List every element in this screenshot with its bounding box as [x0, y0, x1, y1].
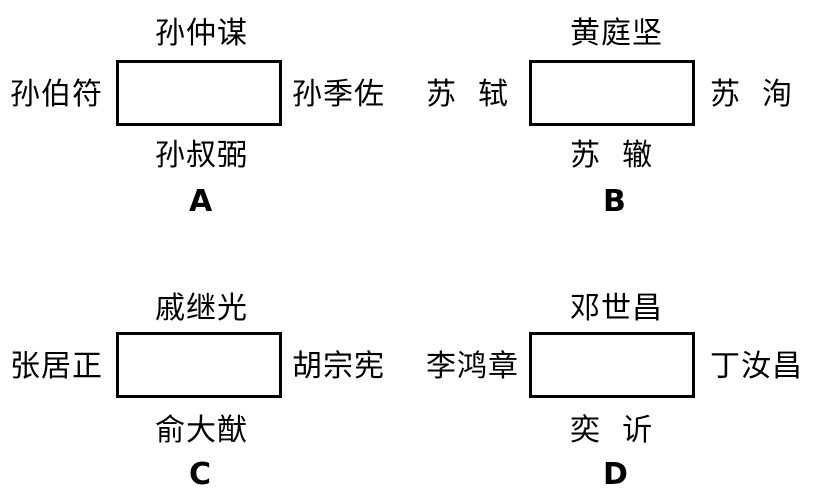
name-bottom-b: 苏 辙	[570, 138, 654, 173]
box-a	[116, 60, 282, 126]
label-b: B	[603, 184, 626, 219]
name-left-c: 张居正	[10, 349, 103, 384]
name-right-b: 苏 洵	[710, 77, 794, 112]
name-top-b: 黄庭坚	[570, 16, 663, 51]
name-bottom-a: 孙叔弼	[155, 138, 248, 173]
box-d	[529, 332, 695, 398]
name-right-c: 胡宗宪	[292, 349, 385, 384]
name-left-d: 李鸿章	[426, 349, 519, 384]
name-right-d: 丁汝昌	[710, 349, 803, 384]
label-d: D	[603, 457, 628, 492]
name-top-a: 孙仲谋	[155, 16, 248, 51]
label-a: A	[189, 184, 213, 219]
name-bottom-c: 俞大猷	[155, 413, 248, 448]
name-top-d: 邓世昌	[570, 291, 663, 326]
name-top-c: 戚继光	[155, 291, 248, 326]
name-right-a: 孙季佐	[292, 77, 385, 112]
name-bottom-d: 奕 䜣	[570, 413, 654, 448]
box-b	[529, 60, 695, 126]
box-c	[116, 332, 282, 398]
label-c: C	[189, 457, 212, 492]
name-left-b: 苏 轼	[426, 77, 510, 112]
name-left-a: 孙伯符	[10, 77, 103, 112]
